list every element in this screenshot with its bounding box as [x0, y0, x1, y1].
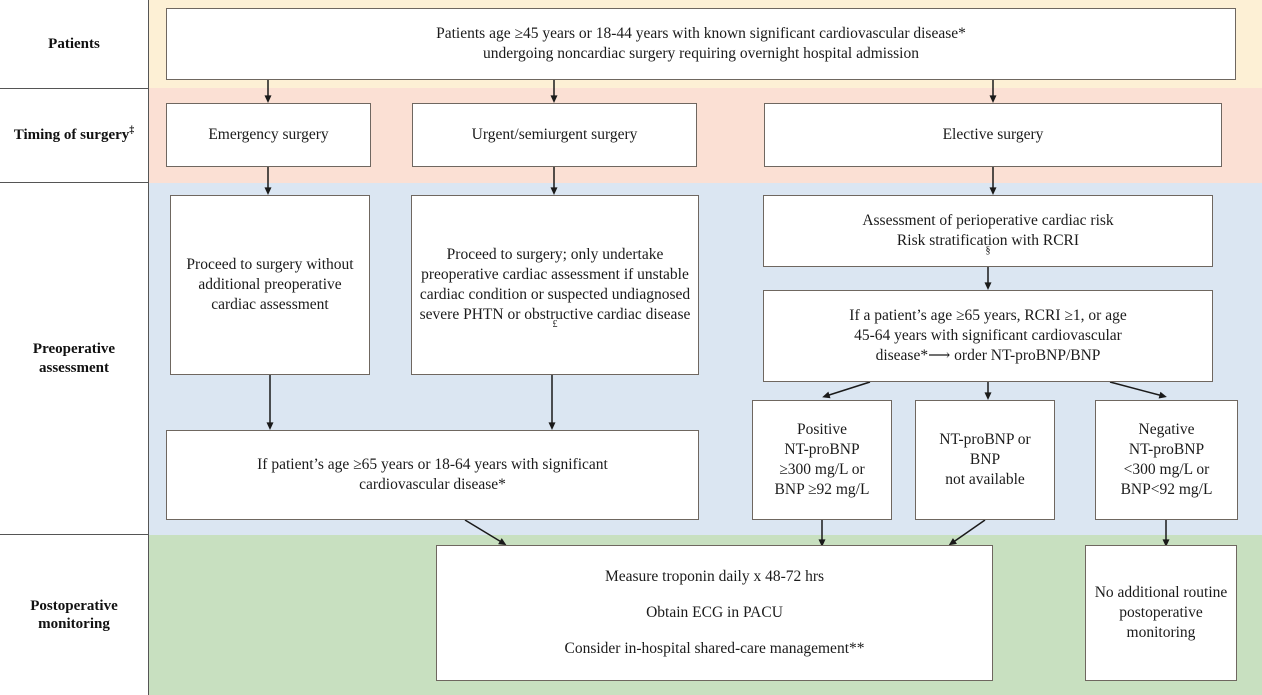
timing-footnote-marker: ‡	[129, 125, 135, 137]
node-proceed-only-if-unstable: Proceed to surgery; only undertake preop…	[411, 195, 699, 375]
node-emergency-surgery: Emergency surgery	[166, 103, 371, 167]
negative-bnp-line-4: BNP<92 mg/L	[1120, 480, 1213, 498]
stage-label-preoperative-assessment: Preoperative assessment	[0, 183, 148, 535]
emergency-surgery-text: Emergency surgery	[208, 126, 329, 144]
order-bnp-line-3: disease*⟶ order NT-proBNP/BNP	[875, 346, 1101, 364]
postop-line-1: Measure troponin daily x 48-72 hrs	[604, 568, 825, 586]
node-postoperative-monitoring-actions: Measure troponin daily x 48-72 hrs Obtai…	[436, 545, 993, 681]
node-negative-bnp: Negative NT-proBNP <300 mg/L or BNP<92 m…	[1095, 400, 1238, 520]
order-bnp-line-1: If a patient’s age ≥65 years, RCRI ≥1, o…	[849, 307, 1127, 325]
node-proceed-without-additional-assessment: Proceed to surgery without additional pr…	[170, 195, 370, 375]
risk-assessment-line-1: Assessment of perioperative cardiac risk	[862, 212, 1114, 230]
postop-line-2: Obtain ECG in PACU	[646, 604, 783, 622]
risk-assessment-line-2: Risk stratification with RCRI	[896, 232, 1080, 249]
elective-surgery-text: Elective surgery	[942, 126, 1044, 144]
node-no-additional-monitoring: No additional routine postoperative moni…	[1085, 545, 1237, 681]
positive-bnp-line-1: Positive	[797, 421, 847, 439]
node-patients-population: Patients age ≥45 years or 18-44 years wi…	[166, 8, 1236, 80]
node-elective-surgery: Elective surgery	[764, 103, 1222, 167]
stage-label-patients: Patients	[0, 0, 148, 89]
patients-line-1: Patients age ≥45 years or 18-44 years wi…	[436, 25, 966, 43]
positive-bnp-line-3: ≥300 mg/L or	[779, 461, 865, 478]
if-patient-age-line-1: If patient’s age ≥65 years or 18-64 year…	[257, 456, 608, 474]
stage-label-patients-text: Patients	[48, 35, 100, 52]
stage-label-column: Patients Timing of surgery‡ Preoperative…	[0, 0, 149, 695]
node-risk-assessment-rcri: Assessment of perioperative cardiac risk…	[763, 195, 1213, 267]
not-available-line-1: NT-proBNP or	[939, 431, 1031, 449]
node-positive-bnp: Positive NT-proBNP ≥300 mg/L or BNP ≥92 …	[752, 400, 892, 520]
urgent-surgery-text: Urgent/semiurgent surgery	[471, 126, 638, 144]
node-bnp-not-available: NT-proBNP or BNP not available	[915, 400, 1055, 520]
positive-bnp-line-2: NT-proBNP	[784, 441, 860, 459]
node-urgent-semiurgent-surgery: Urgent/semiurgent surgery	[412, 103, 697, 167]
stage-label-postoperative-monitoring: Postoperative monitoring	[0, 535, 148, 695]
negative-bnp-line-1: Negative	[1138, 421, 1195, 439]
not-available-line-2: BNP	[969, 451, 1001, 469]
order-bnp-line-2: 45-64 years with significant cardiovascu…	[854, 327, 1122, 345]
stage-label-preop-text: Preoperative assessment	[32, 341, 116, 376]
if-patient-age-line-2: cardiovascular disease*	[359, 476, 506, 493]
positive-bnp-line-4: BNP ≥92 mg/L	[774, 480, 870, 498]
stage-label-postop-text: Postoperative monitoring	[30, 597, 118, 632]
patients-line-2: undergoing noncardiac surgery requiring …	[483, 45, 919, 62]
no-additional-text: No additional routine postoperative moni…	[1094, 584, 1228, 641]
stage-label-timing-of-surgery: Timing of surgery‡	[0, 89, 148, 183]
negative-bnp-line-2: NT-proBNP	[1128, 441, 1205, 459]
negative-bnp-line-3: <300 mg/L or	[1123, 461, 1210, 478]
proceed-no-assessment-text: Proceed to surgery without additional pr…	[186, 256, 354, 313]
proceed-only-if-text: Proceed to surgery; only undertake preop…	[419, 246, 691, 323]
node-order-nt-probnp: If a patient’s age ≥65 years, RCRI ≥1, o…	[763, 290, 1213, 382]
node-if-patient-age-65: If patient’s age ≥65 years or 18-64 year…	[166, 430, 699, 520]
stage-label-timing-text: Timing of surgery	[13, 127, 130, 144]
not-available-line-3: not available	[945, 470, 1025, 488]
postop-line-3: Consider in-hospital shared-care managem…	[564, 639, 865, 657]
